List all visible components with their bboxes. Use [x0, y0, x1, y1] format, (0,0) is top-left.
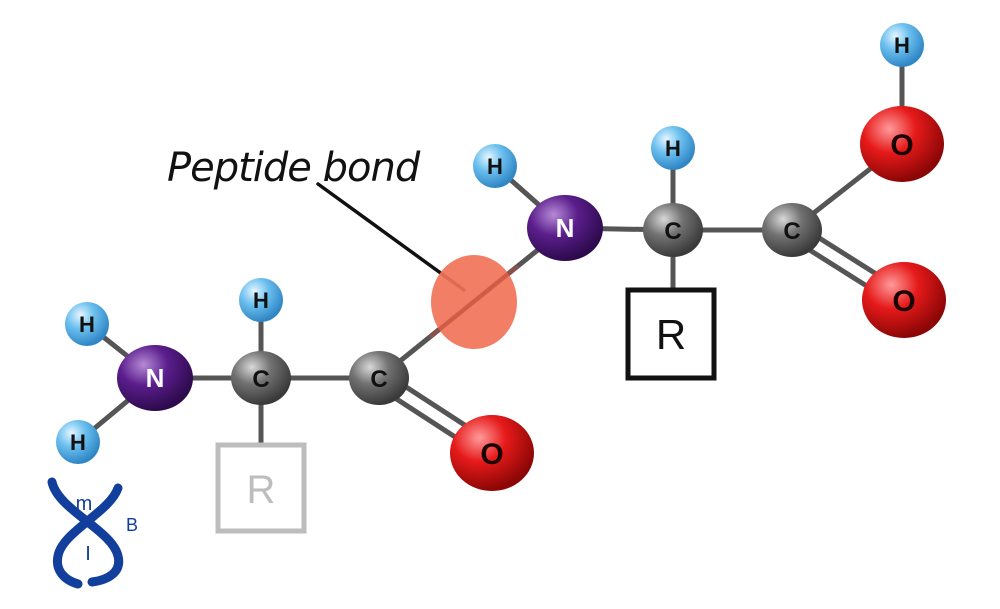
hydrogen-atom: H	[880, 23, 924, 67]
atom-label: C	[252, 366, 269, 393]
hydrogen-atom: H	[239, 278, 283, 322]
oxygen-atom: O	[860, 106, 944, 182]
logo-letter: B	[126, 515, 138, 535]
atom-label: C	[783, 218, 800, 245]
atom-label: O	[480, 438, 503, 471]
atom-label: H	[253, 288, 269, 313]
logo-letter: m	[76, 493, 93, 515]
hydrogen-atom: H	[473, 144, 517, 188]
atom-label: H	[79, 312, 95, 337]
side-chain-r1: R	[215, 442, 307, 534]
atom-label: H	[894, 33, 910, 58]
oxygen-atom: O	[862, 262, 946, 338]
side-chain-r1-label: R	[247, 468, 276, 512]
hydrogen-atom: H	[56, 420, 100, 464]
oxygen-atom: O	[450, 415, 534, 491]
hydrogen-atom: H	[651, 126, 695, 170]
nitrogen-atom: N	[527, 195, 603, 261]
carbon-atom: C	[231, 351, 291, 405]
hydrogen-atom: H	[65, 302, 109, 346]
atom-label: H	[487, 154, 503, 179]
carbon-atom: C	[349, 351, 409, 405]
side-chain-r2: R	[625, 287, 717, 381]
atom-label: O	[892, 285, 915, 318]
carbon-atom: C	[643, 203, 703, 257]
annotation-pointer	[316, 182, 466, 292]
logo-letter: I	[85, 543, 91, 565]
atom-label: H	[70, 430, 86, 455]
peptide-bond-through-highlight	[428, 264, 520, 339]
carbon-atom: C	[762, 203, 822, 257]
side-chain-r2-label: R	[656, 311, 686, 358]
imb-logo: m B I	[47, 477, 138, 589]
atom-label: H	[665, 136, 681, 161]
atom-label: C	[370, 366, 387, 393]
nitrogen-atom: N	[117, 345, 193, 411]
atom-label: N	[146, 363, 165, 393]
peptide-bond-annotation: Peptide bond	[167, 145, 421, 191]
atom-label: O	[890, 129, 913, 162]
atom-label: C	[664, 218, 681, 245]
atom-label: N	[556, 213, 575, 243]
